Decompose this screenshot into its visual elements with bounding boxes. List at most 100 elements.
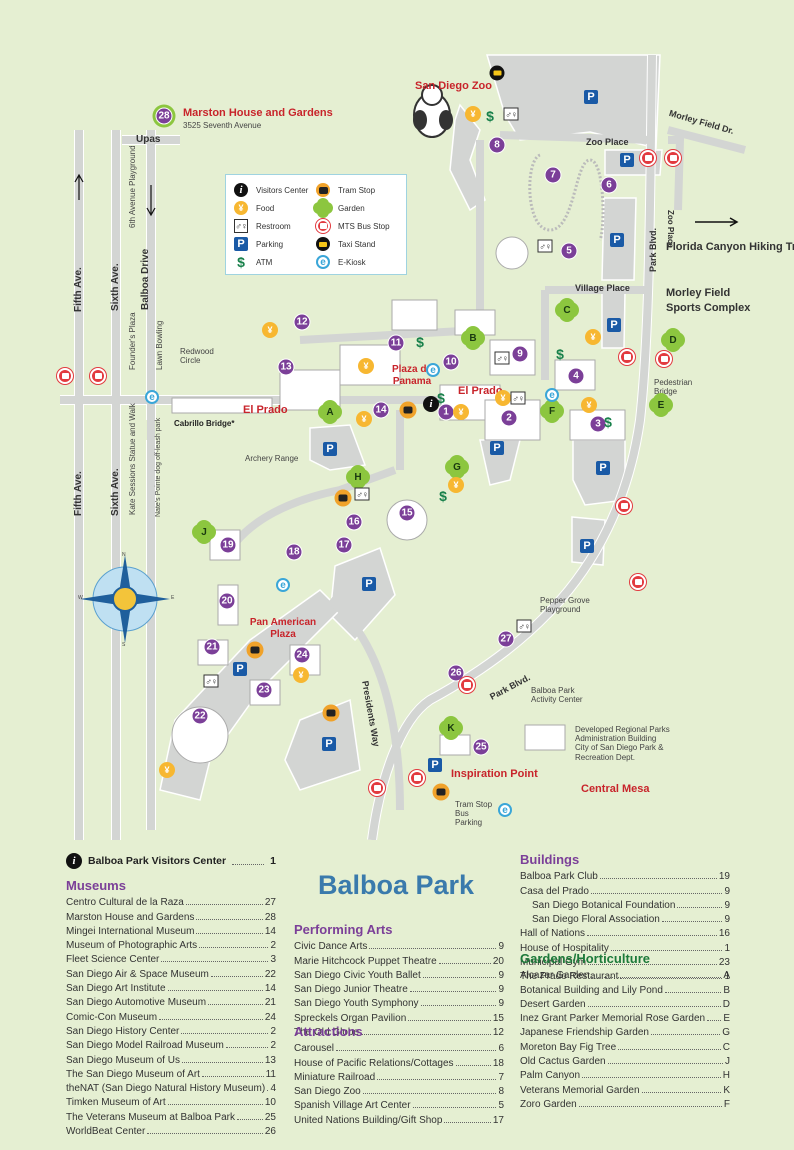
marker-21[interactable]: 21	[203, 638, 221, 656]
garden-K[interactable]: K	[442, 719, 460, 737]
garden-A[interactable]: A	[321, 403, 339, 421]
food-icon[interactable]: ¥	[453, 404, 469, 420]
info-icon[interactable]: i	[423, 396, 439, 412]
food-icon[interactable]: ¥	[495, 390, 511, 406]
ekiosk-icon[interactable]: e	[145, 390, 159, 404]
marker-17[interactable]: 17	[335, 536, 353, 554]
food-icon[interactable]: ¥	[262, 322, 278, 338]
garden-D[interactable]: D	[664, 331, 682, 349]
parking-icon[interactable]: P	[323, 442, 337, 456]
restroom-icon[interactable]: ♂♀	[537, 239, 553, 253]
marker-28[interactable]: 28	[155, 107, 173, 125]
marker-7[interactable]: 7	[544, 166, 562, 184]
tram-icon[interactable]	[246, 641, 264, 659]
garden-C[interactable]: C	[558, 301, 576, 319]
marker-24[interactable]: 24	[293, 646, 311, 664]
marker-3[interactable]: 3	[589, 415, 607, 433]
marker-20[interactable]: 20	[218, 592, 236, 610]
marker-23[interactable]: 23	[255, 681, 273, 699]
food-icon[interactable]: ¥	[465, 106, 481, 122]
atm-icon[interactable]: $	[439, 488, 447, 504]
restroom-icon[interactable]: ♂♀	[354, 487, 370, 501]
food-icon[interactable]: ¥	[448, 477, 464, 493]
food-icon[interactable]: ¥	[356, 411, 372, 427]
ekiosk-icon[interactable]: e	[426, 363, 440, 377]
leader-dots	[161, 961, 269, 963]
ekiosk-icon[interactable]: e	[498, 803, 512, 817]
bus-icon[interactable]	[90, 368, 106, 384]
marker-5[interactable]: 5	[560, 242, 578, 260]
restroom-icon[interactable]: ♂♀	[510, 391, 526, 405]
bus-icon[interactable]	[619, 349, 635, 365]
food-icon[interactable]: ¥	[581, 397, 597, 413]
garden-E[interactable]: E	[652, 396, 670, 414]
marker-15[interactable]: 15	[398, 504, 416, 522]
restroom-icon[interactable]: ♂♀	[494, 351, 510, 365]
marker-16[interactable]: 16	[345, 513, 363, 531]
marker-10[interactable]: 10	[442, 353, 460, 371]
parking-icon[interactable]: P	[584, 90, 598, 104]
parking-icon[interactable]: P	[610, 233, 624, 247]
tram-icon[interactable]	[432, 783, 450, 801]
parking-icon[interactable]: P	[233, 662, 247, 676]
garden-H[interactable]: H	[349, 468, 367, 486]
marker-13[interactable]: 13	[277, 358, 295, 376]
parking-icon[interactable]: P	[362, 577, 376, 591]
bus-icon[interactable]	[665, 150, 681, 166]
marker-22[interactable]: 22	[191, 707, 209, 725]
food-icon[interactable]: ¥	[159, 762, 175, 778]
bus-icon[interactable]	[459, 677, 475, 693]
marker-18[interactable]: 18	[285, 543, 303, 561]
parking-icon[interactable]: P	[580, 539, 594, 553]
atm-icon[interactable]: $	[486, 108, 494, 124]
marker-9[interactable]: 9	[511, 345, 529, 363]
marker-8[interactable]: 8	[488, 136, 506, 154]
bus-icon[interactable]	[409, 770, 425, 786]
garden-J[interactable]: J	[195, 523, 213, 541]
tram-icon[interactable]	[334, 489, 352, 507]
garden-B[interactable]: B	[464, 329, 482, 347]
bus-icon[interactable]	[57, 368, 73, 384]
marker-26[interactable]: 26	[447, 664, 465, 682]
restroom-icon[interactable]: ♂♀	[203, 674, 219, 688]
ekiosk-icon[interactable]: e	[276, 578, 290, 592]
tram-icon[interactable]	[399, 401, 417, 419]
garden-G[interactable]: G	[448, 458, 466, 476]
marker-1[interactable]: 1	[437, 403, 455, 421]
atm-icon[interactable]: $	[437, 390, 445, 406]
atm-icon[interactable]: $	[416, 334, 424, 350]
parking-icon[interactable]: P	[607, 318, 621, 332]
legend-item: ♂♀Restroom	[234, 217, 316, 235]
food-icon[interactable]: ¥	[358, 358, 374, 374]
marker-4[interactable]: 4	[567, 367, 585, 385]
parking-icon[interactable]: P	[490, 441, 504, 455]
marker-14[interactable]: 14	[372, 401, 390, 419]
atm-icon[interactable]: $	[604, 414, 612, 430]
atm-icon[interactable]: $	[556, 346, 564, 362]
ekiosk-icon[interactable]: e	[545, 388, 559, 402]
restroom-icon[interactable]: ♂♀	[516, 619, 532, 633]
parking-icon[interactable]: P	[620, 153, 634, 167]
taxi-icon[interactable]	[489, 65, 505, 81]
bus-icon[interactable]	[656, 351, 672, 367]
marker-12[interactable]: 12	[293, 313, 311, 331]
marker-11[interactable]: 11	[387, 334, 405, 352]
bus-icon[interactable]	[640, 150, 656, 166]
marker-27[interactable]: 27	[497, 630, 515, 648]
marker-25[interactable]: 25	[472, 738, 490, 756]
bus-icon[interactable]	[630, 574, 646, 590]
restroom-icon[interactable]: ♂♀	[503, 107, 519, 121]
food-icon[interactable]: ¥	[585, 329, 601, 345]
marker-19[interactable]: 19	[219, 536, 237, 554]
food-icon[interactable]: ¥	[293, 667, 309, 683]
compass-n: N	[122, 552, 126, 558]
parking-icon[interactable]: P	[428, 758, 442, 772]
bus-icon[interactable]	[616, 498, 632, 514]
bus-icon[interactable]	[369, 780, 385, 796]
parking-icon[interactable]: P	[322, 737, 336, 751]
garden-F[interactable]: F	[543, 402, 561, 420]
marker-6[interactable]: 6	[600, 176, 618, 194]
parking-icon[interactable]: P	[596, 461, 610, 475]
marker-2[interactable]: 2	[500, 409, 518, 427]
tram-icon[interactable]	[322, 704, 340, 722]
